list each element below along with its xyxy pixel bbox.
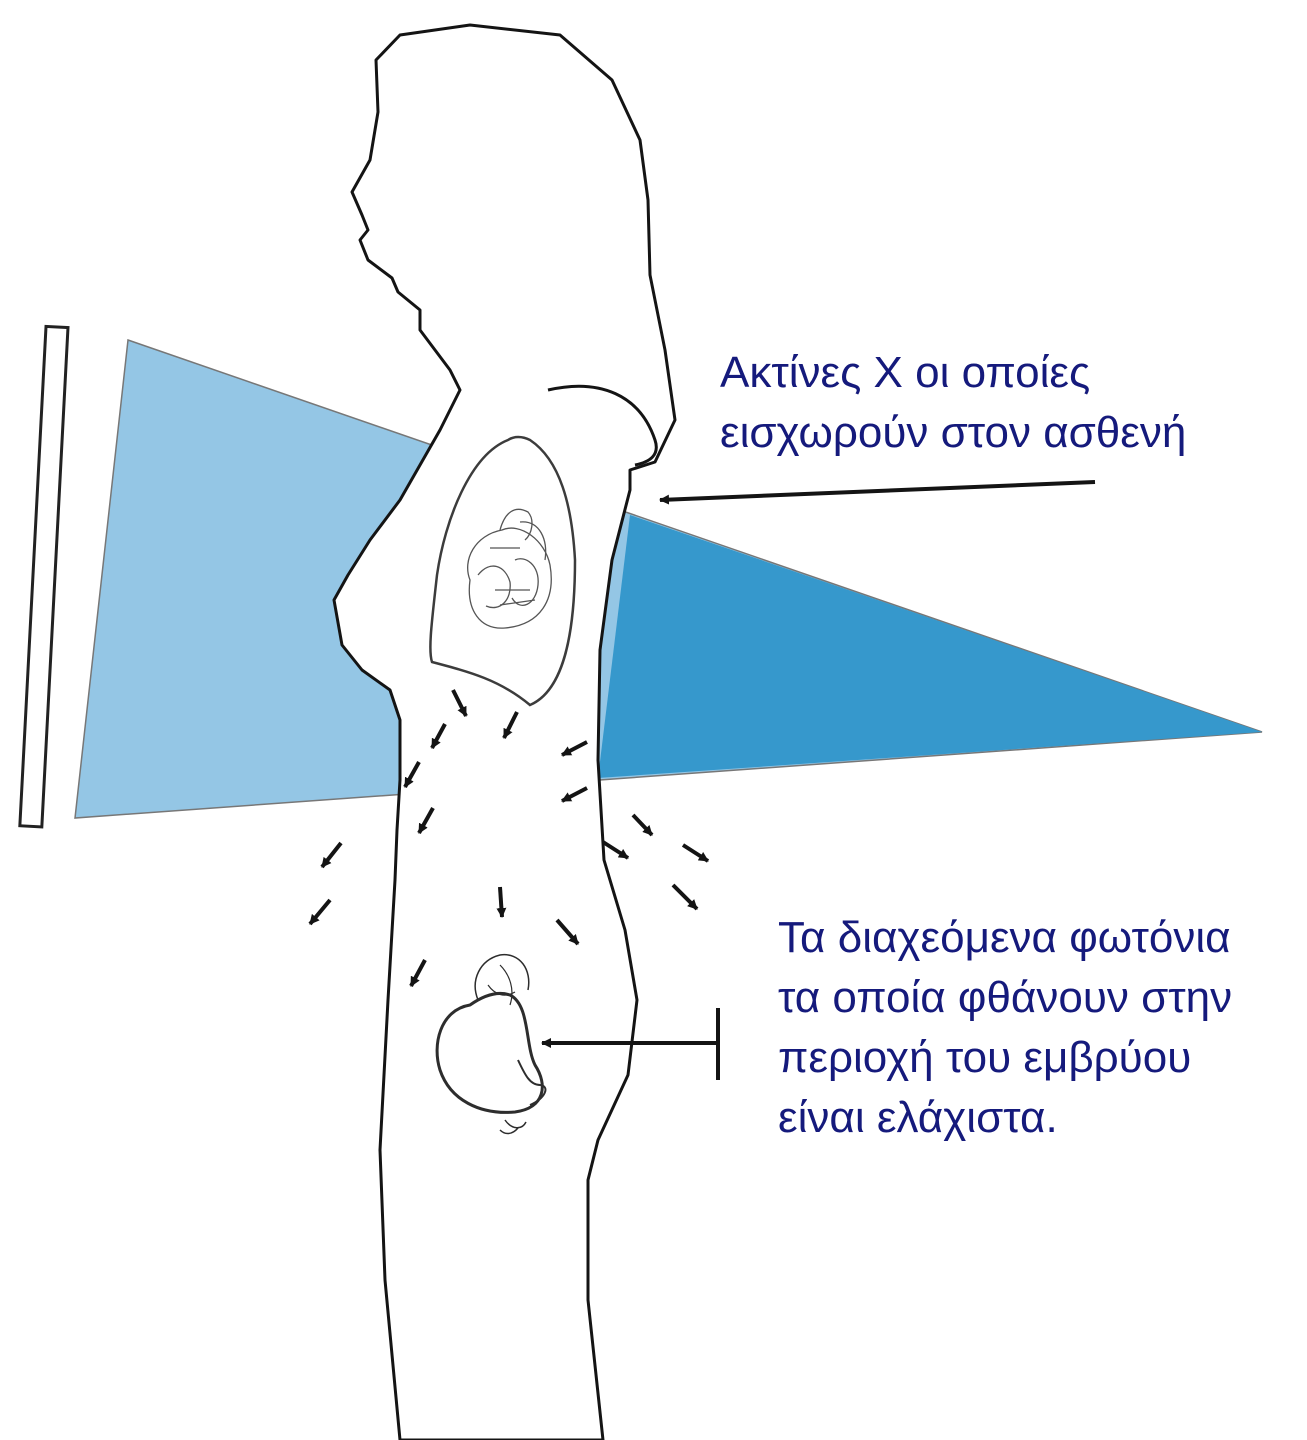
xray-label-line-2: εισχωρούν στον ασθενή <box>720 403 1186 463</box>
scatter-arrow <box>603 842 628 858</box>
xray-label: Ακτίνες Χ οι οποίες εισχωρούν στον ασθεν… <box>720 343 1186 463</box>
xray-label-line-1: Ακτίνες Χ οι οποίες <box>720 343 1186 403</box>
scatter-label-line-1: Τα διαχεόμενα φωτόνια <box>778 908 1232 968</box>
scatter-label-line-3: περιοχή του εμβρύου <box>778 1028 1232 1088</box>
scatter-arrow <box>633 815 652 835</box>
scatter-label-line-2: τα οποία φθάνουν στην <box>778 968 1232 1028</box>
scatter-arrow <box>500 887 502 917</box>
detector-plate <box>20 326 68 826</box>
scatter-arrow <box>673 885 697 909</box>
xray-beam-entry <box>598 515 1262 778</box>
scatter-arrow <box>683 845 708 861</box>
scatter-arrow <box>310 900 330 924</box>
xray-pointer-arrow <box>660 482 1095 500</box>
scatter-label: Τα διαχεόμενα φωτόνια τα οποία φθάνουν σ… <box>778 908 1232 1148</box>
scatter-label-line-4: είναι ελάχιστα. <box>778 1088 1232 1148</box>
scatter-arrow <box>322 843 341 867</box>
